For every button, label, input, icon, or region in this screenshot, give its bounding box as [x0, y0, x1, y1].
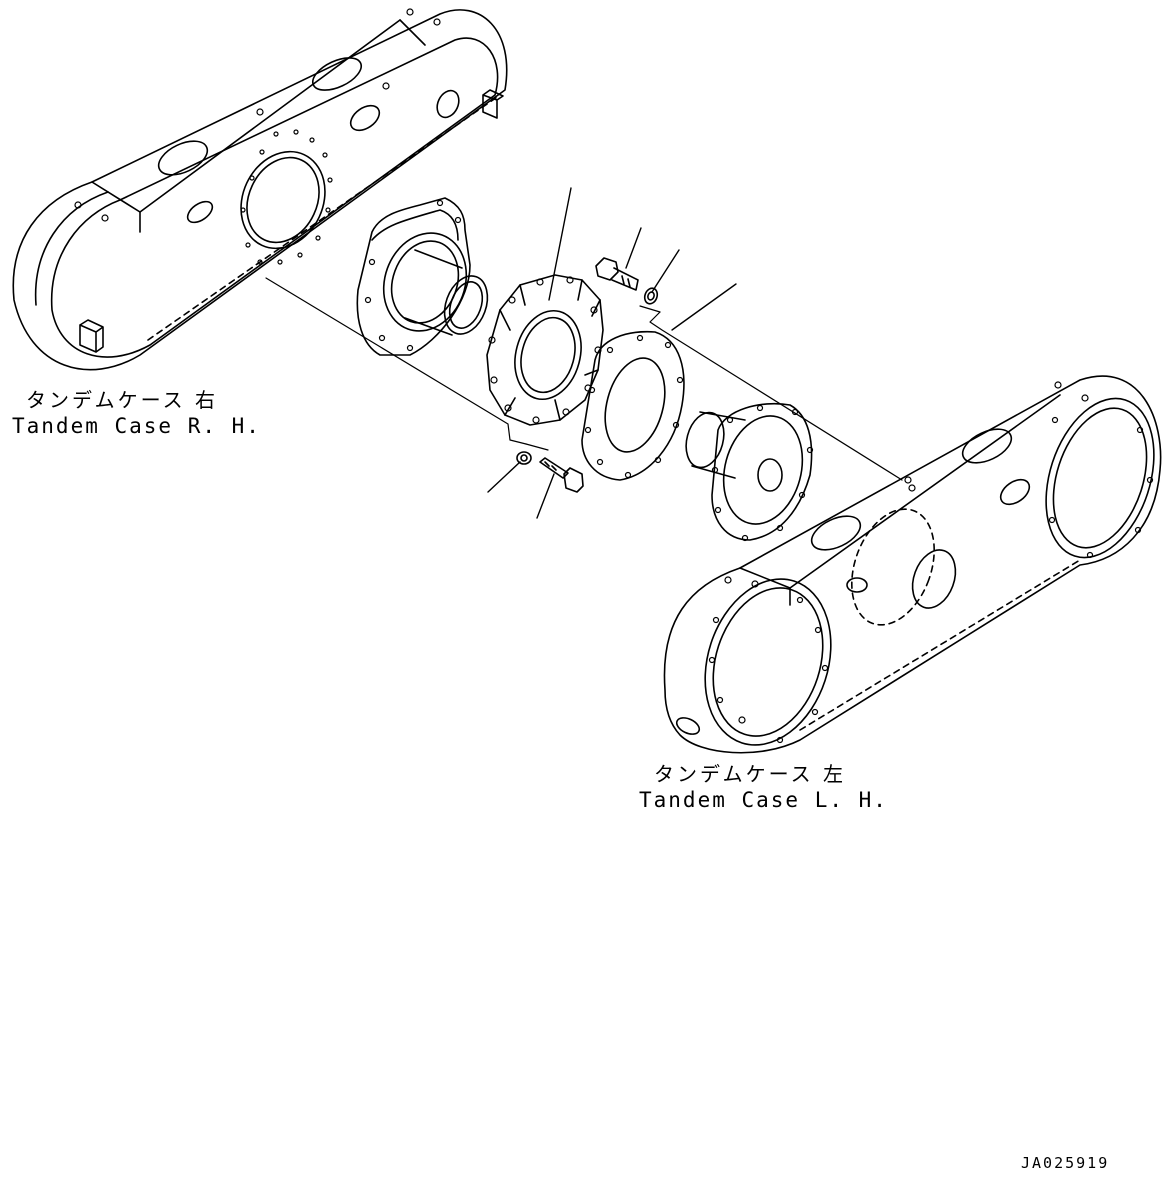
washer-upper	[643, 286, 660, 305]
bolt-upper	[596, 258, 638, 290]
bolt-lower	[540, 458, 583, 492]
final-drive-hub	[357, 198, 495, 355]
tandem-case-rh	[13, 9, 506, 370]
tandem-case-lh-label-jp: タンデムケース 左	[654, 762, 846, 786]
tandem-case-lh	[664, 376, 1163, 761]
washer-lower	[517, 452, 531, 464]
final-drive-hub-lh	[680, 404, 814, 541]
drawing-code: JA025919	[1021, 1154, 1110, 1172]
sprocket-carrier	[487, 275, 603, 425]
assembly-center-lines	[266, 278, 902, 480]
tandem-case-rh-label-jp: タンデムケース 右	[26, 388, 218, 412]
spacer-ring	[582, 332, 684, 480]
tandem-case-lh-label-en: Tandem Case L. H.	[639, 788, 888, 812]
tandem-case-rh-label-en: Tandem Case R. H.	[12, 414, 261, 438]
leader-lines	[488, 188, 736, 518]
